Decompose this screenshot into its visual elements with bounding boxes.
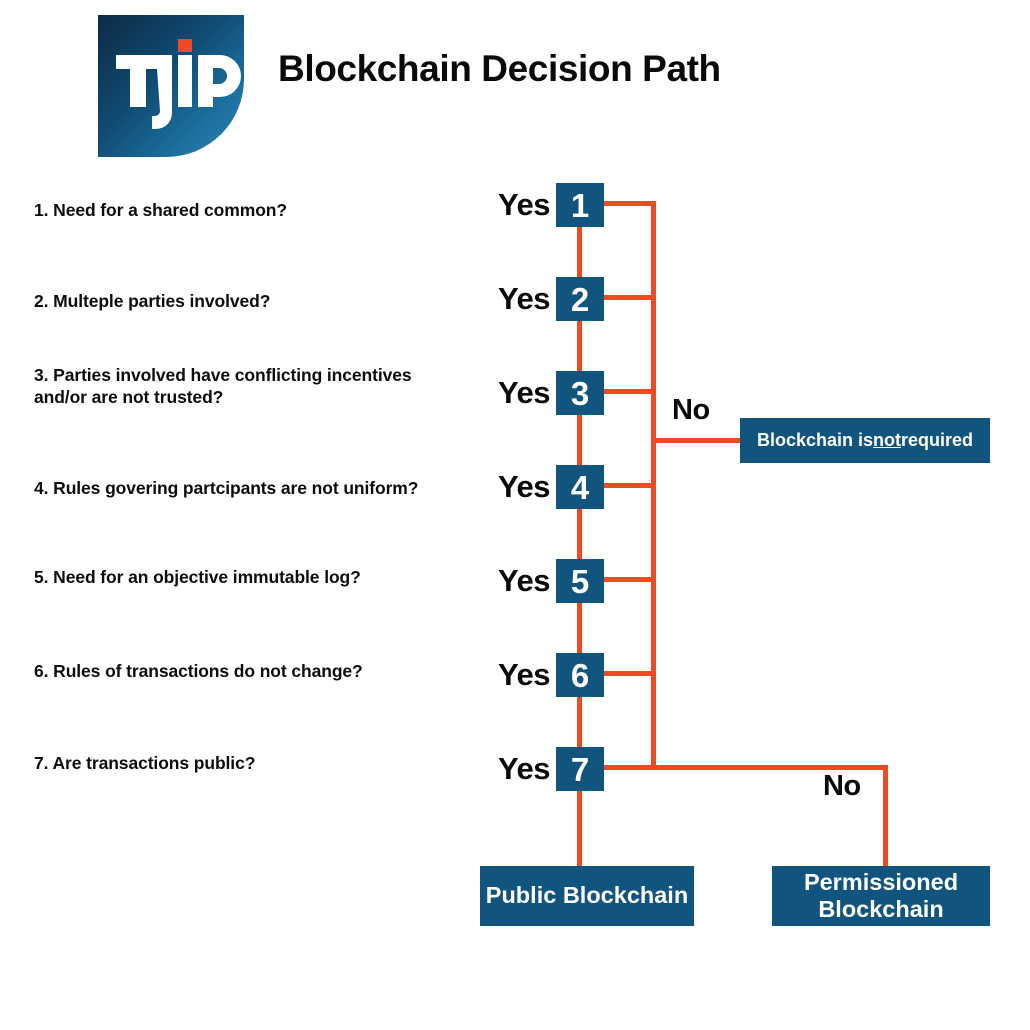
tjip-wordmark-icon (116, 39, 241, 129)
not-required-suffix: required (901, 430, 974, 451)
connector-no-stub-5 (603, 577, 656, 582)
connector-yes-7-to-public (577, 791, 582, 871)
question-item-2: 2. Multeple parties involved? (34, 291, 271, 311)
yes-label-2: Yes (498, 281, 550, 316)
outcome-permissioned-blockchain[interactable]: Permissioned Blockchain (772, 866, 990, 926)
question-item-6: 6. Rules of transactions do not change? (34, 661, 363, 681)
step-box-3[interactable]: 3 (556, 371, 604, 415)
connector-yes-1-to-2 (577, 227, 582, 279)
yes-label-1: Yes (498, 187, 550, 222)
yes-label-3: Yes (498, 375, 550, 410)
yes-label-7: Yes (498, 751, 550, 786)
step-box-1[interactable]: 1 (556, 183, 604, 227)
connector-no-stub-1 (603, 201, 656, 206)
connector-yes-3-to-4 (577, 415, 582, 467)
step-box-7[interactable]: 7 (556, 747, 604, 791)
connector-yes-2-to-3 (577, 321, 582, 373)
connector-no-stub-3 (603, 389, 656, 394)
connector-yes-6-to-7 (577, 697, 582, 749)
connector-no-to-not-required (651, 438, 746, 443)
tjip-logo (98, 15, 244, 157)
yes-label-6: Yes (498, 657, 550, 692)
permissioned-line-1: Permissioned (803, 868, 959, 895)
connector-no-7-to-permissioned (883, 765, 888, 871)
question-item-3: 3. Parties involved have conflicting inc… (34, 365, 412, 408)
not-required-emphasis: not (873, 430, 901, 451)
step-box-6[interactable]: 6 (556, 653, 604, 697)
public-blockchain-label: Public Blockchain (485, 882, 689, 909)
connector-no-trunk (651, 201, 656, 767)
question-item-4: 4. Rules govering partcipants are not un… (34, 478, 419, 498)
question-item-5: 5. Need for an objective immutable log? (34, 567, 361, 587)
connector-yes-5-to-6 (577, 603, 582, 655)
connector-no-stub-4 (603, 483, 656, 488)
outcome-blockchain-not-required[interactable]: Blockchain is not required (740, 418, 990, 463)
outcome-public-blockchain[interactable]: Public Blockchain (480, 866, 694, 926)
permissioned-blockchain-label: Permissioned Blockchain (804, 869, 958, 923)
question-item-7: 7. Are transactions public? (34, 753, 256, 773)
not-required-prefix: Blockchain is (756, 430, 874, 451)
page-title: Blockchain Decision Path (278, 48, 721, 89)
header: Blockchain Decision Path (0, 0, 1030, 175)
step-box-4[interactable]: 4 (556, 465, 604, 509)
no-label-upper: No (672, 394, 710, 426)
connector-yes-4-to-5 (577, 509, 582, 561)
no-label-lower: No (823, 770, 861, 802)
connector-no-stub-6 (603, 671, 656, 676)
yes-label-4: Yes (498, 469, 550, 504)
step-box-2[interactable]: 2 (556, 277, 604, 321)
question-item-1: 1. Need for a shared common? (34, 200, 287, 220)
connector-no-stub-2 (603, 295, 656, 300)
connector-no-7-horizontal (603, 765, 888, 770)
step-box-5[interactable]: 5 (556, 559, 604, 603)
yes-label-5: Yes (498, 563, 550, 598)
permissioned-line-2: Blockchain (818, 896, 944, 922)
